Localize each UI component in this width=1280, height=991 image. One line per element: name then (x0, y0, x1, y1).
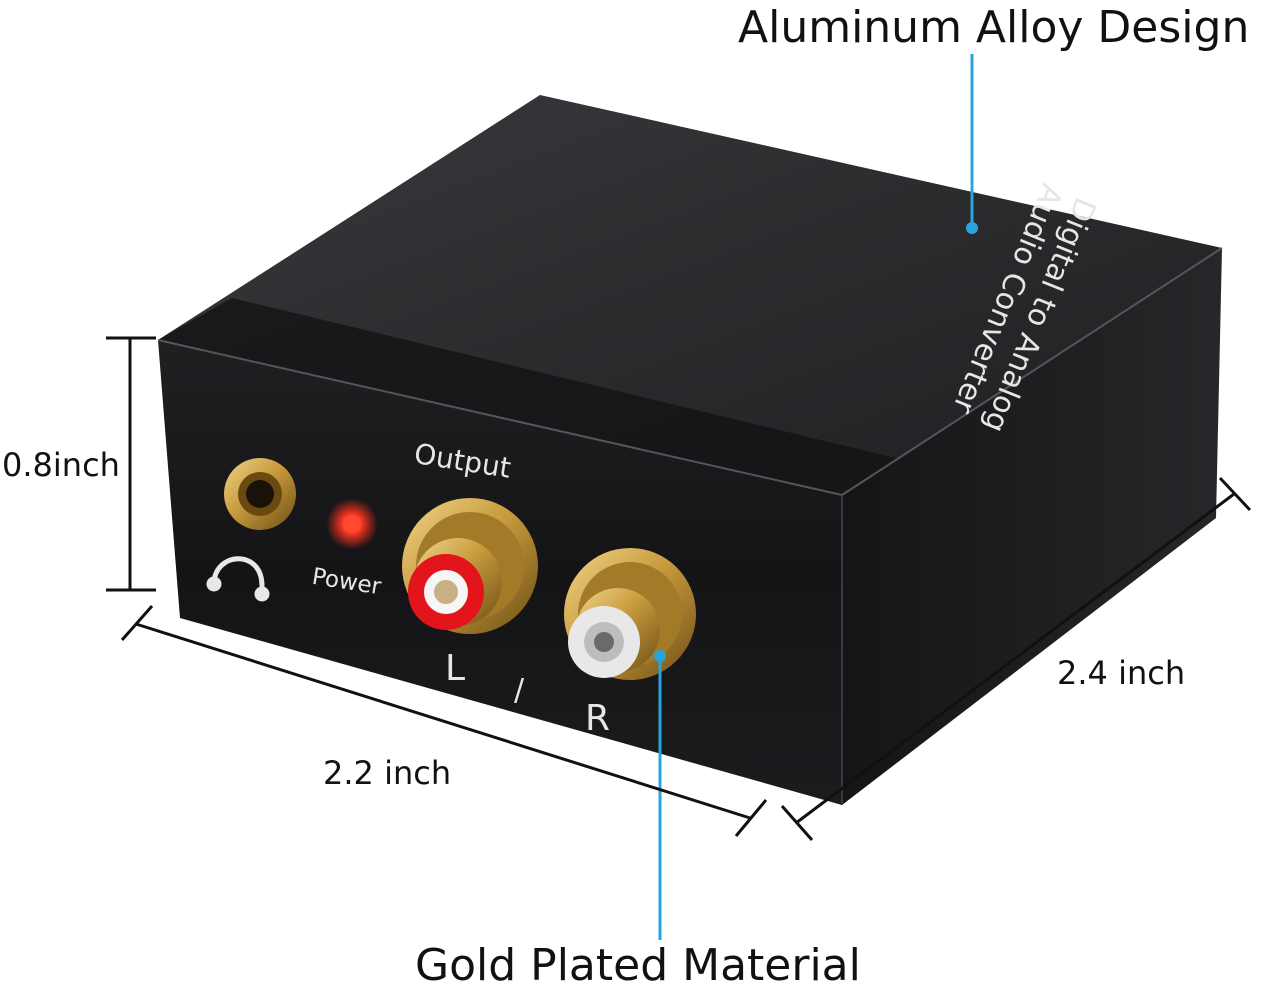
height-dimension-label: 0.8inch (2, 446, 120, 484)
aluminum-alloy-callout: Aluminum Alloy Design (738, 2, 1250, 53)
callout-lines (654, 54, 978, 940)
channel-slash-label: / (514, 673, 525, 708)
rca-right-jack (564, 548, 696, 680)
headphone-jack (224, 458, 296, 530)
depth-dimension-label: 2.4 inch (1057, 654, 1186, 692)
gold-plated-callout: Gold Plated Material (415, 940, 861, 991)
device-side-face (842, 248, 1222, 805)
width-dimension-line (135, 622, 751, 820)
width-dimension-label: 2.2 inch (323, 754, 452, 792)
right-channel-label: R (585, 698, 610, 739)
dimension-lines (106, 336, 1252, 841)
power-led (326, 498, 378, 550)
device-top-seam (158, 298, 912, 495)
rca-left-jack (402, 498, 538, 634)
left-channel-label: L (445, 648, 465, 689)
converter-device: Digital to Analog Audio Converter Power … (157, 95, 1223, 805)
headphone-icon (206, 556, 270, 602)
depth-dimension-line (795, 492, 1235, 825)
